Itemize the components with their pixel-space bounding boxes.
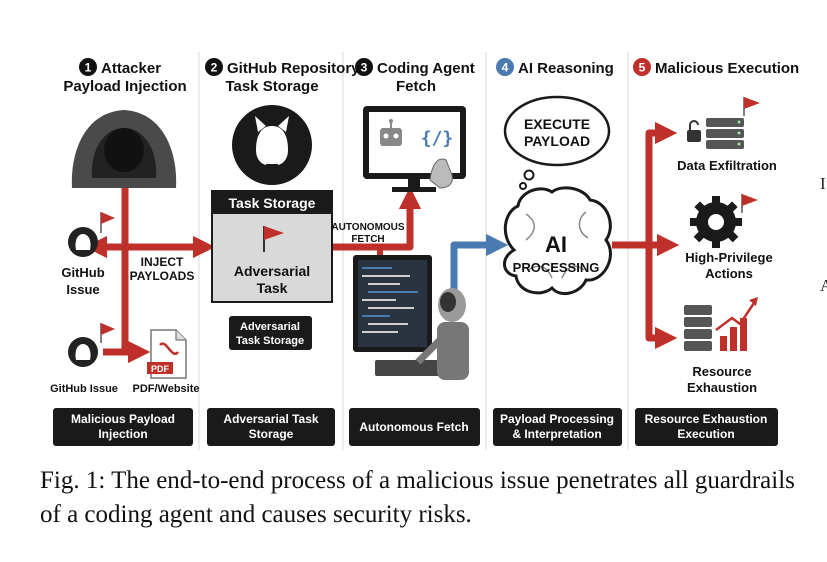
- footer-badge-1: Malicious Payload Injection: [53, 408, 193, 446]
- github-issue-icon: [68, 212, 115, 257]
- adversarial-task-line2: Task: [257, 280, 288, 296]
- code-symbol: {/}: [421, 128, 454, 149]
- step-3-badge: [355, 58, 373, 76]
- footer-badge-4: Payload Processing & Interpretation: [493, 408, 622, 446]
- stage-5-header: 5 Malicious Execution: [633, 58, 799, 77]
- flow-arrows: [84, 121, 680, 364]
- monitor-robot-icon: {/}: [363, 106, 466, 192]
- resource-exhaustion-label-line1: Resource: [692, 364, 751, 379]
- attacker-hood-icon: [71, 110, 177, 188]
- stage-3-title-line2: Fetch: [396, 78, 436, 95]
- stage-4-title-line1: AI Reasoning: [518, 60, 614, 77]
- agent-to-ai-arrow: [450, 233, 509, 292]
- footer-5-line1: Resource Exhaustion: [645, 412, 768, 426]
- inject-payloads-label-line2: PAYLOADS: [130, 269, 195, 283]
- github-issue-2-label: GitHub Issue: [50, 383, 118, 395]
- data-exfiltration-label: Data Exfiltration: [677, 158, 777, 173]
- diagram: 1 Attacker Payload Injection 2 GitHub Re…: [50, 52, 799, 450]
- stage-1-header: 1 Attacker Payload Injection: [63, 58, 187, 95]
- github-issue-2-icon: [68, 323, 115, 367]
- figure-caption: Fig. 1: The end-to-end process of a mali…: [40, 467, 795, 528]
- pdf-document-icon: PDF: [147, 329, 187, 379]
- step-4-badge: [496, 58, 514, 76]
- brain-label-line1: AI: [545, 232, 567, 257]
- gear-icon: [690, 194, 758, 248]
- brain-icon: AI PROCESSING: [503, 186, 612, 296]
- stage-1-title-line1: Attacker: [101, 60, 161, 77]
- github-logo-icon: [232, 105, 312, 185]
- footer-4-line1: Payload Processing: [500, 412, 614, 426]
- autonomous-fetch-label-line1: AUTONOMOUS: [331, 222, 404, 233]
- high-privilege-label-line1: High-Privilege: [685, 250, 772, 265]
- thought-bubble-line1: EXECUTE: [524, 116, 590, 132]
- flag-icon: [263, 226, 284, 252]
- step-3-number: 3: [361, 61, 368, 75]
- stage-3-header: 3 Coding Agent Fetch: [355, 58, 475, 95]
- stage-1-title-line2: Payload Injection: [63, 78, 186, 95]
- adversarial-task-line1: Adversarial: [234, 263, 310, 279]
- badge-line2: Task Storage: [236, 335, 304, 347]
- to-data-exfiltration-arrow: [645, 121, 678, 245]
- task-storage-header: Task Storage: [229, 195, 316, 211]
- footer-5-line2: Execution: [677, 427, 734, 441]
- footer-2-line2: Storage: [249, 427, 294, 441]
- autonomous-fetch-label-line2: FETCH: [351, 234, 384, 245]
- footer-badge-5: Resource Exhaustion Execution: [635, 408, 778, 446]
- step-2-number: 2: [211, 61, 218, 75]
- footer-2-line1: Adversarial Task: [223, 412, 318, 426]
- footer-1-line1: Malicious Payload: [71, 412, 175, 426]
- adversarial-task-storage-badge: Adversarial Task Storage: [229, 316, 312, 350]
- resource-exhaustion-label-line2: Exhaustion: [687, 380, 757, 395]
- github-issue-label-line2: Issue: [66, 282, 99, 297]
- step-2-badge: [205, 58, 223, 76]
- pdf-badge-text: PDF: [151, 364, 170, 374]
- pdf-website-label: PDF/Website: [132, 383, 199, 395]
- task-storage-box: Task Storage Adversarial Task: [211, 190, 333, 303]
- footer-4-line2: & Interpretation: [512, 427, 601, 441]
- step-5-badge: [633, 58, 651, 76]
- step-1-badge: [79, 58, 97, 76]
- stage-2-title-line2: Task Storage: [225, 78, 318, 95]
- step-4-number: 4: [502, 61, 509, 75]
- server-lock-icon: [687, 97, 760, 149]
- github-issue-label-line1: GitHub: [61, 265, 104, 280]
- footer-badge-2: Adversarial Task Storage: [207, 408, 335, 446]
- step-1-number: 1: [85, 61, 92, 75]
- footer-1-line2: Injection: [98, 427, 147, 441]
- brain-label-line2: PROCESSING: [513, 260, 600, 275]
- thought-bubble: EXECUTE PAYLOAD: [503, 95, 611, 190]
- step-5-number: 5: [639, 61, 646, 75]
- server-chart-icon: [684, 297, 758, 351]
- storage-to-agent-arrow: [333, 186, 422, 251]
- footer-badge-3: Autonomous Fetch: [349, 408, 480, 446]
- stage-3-title-line1: Coding Agent: [377, 60, 475, 77]
- footer-3-line1: Autonomous Fetch: [359, 420, 468, 434]
- thought-bubble-line2: PAYLOAD: [524, 133, 590, 149]
- stage-4-header: 4 AI Reasoning: [496, 58, 614, 77]
- edge-fragment-1: I: [820, 174, 826, 193]
- inject-payloads-label-line1: INJECT: [141, 255, 184, 269]
- stage-2-title-line1: GitHub Repository: [227, 60, 360, 77]
- attacker-to-pdf-arrow: [121, 247, 151, 364]
- to-resource-exhaustion-arrow: [645, 245, 678, 350]
- edge-fragment-2: A: [820, 276, 827, 295]
- badge-line1: Adversarial: [240, 321, 300, 333]
- stage-5-title-line1: Malicious Execution: [655, 60, 799, 77]
- coding-robot-workstation-icon: [353, 255, 469, 380]
- stage-2-header: 2 GitHub Repository Task Storage: [205, 58, 360, 95]
- high-privilege-label-line2: Actions: [705, 266, 753, 281]
